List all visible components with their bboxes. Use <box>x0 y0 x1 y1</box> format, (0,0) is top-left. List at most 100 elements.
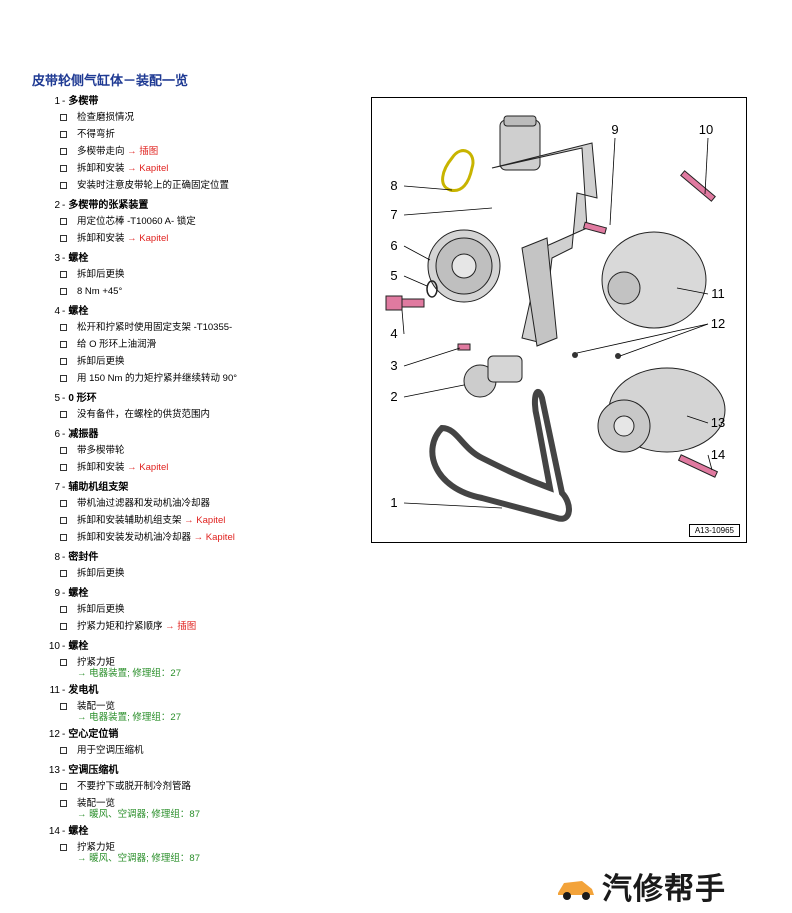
list-item: 4-螺栓松开和拧紧时使用固定支架 -T10355-给 O 形环上油润滑拆卸后更换… <box>40 305 360 387</box>
reference-link[interactable]: → 电器装置; 修理组：27 <box>77 668 181 679</box>
sub-item-text: 用于空调压缩机 <box>77 745 144 756</box>
item-number: 7 <box>54 482 60 493</box>
list-item: 5-0 形环没有备件，在螺栓的供货范围内 <box>40 392 360 423</box>
o-ring-drawing <box>426 280 438 298</box>
checkbox-bullet-icon <box>60 114 67 121</box>
sub-item: 松开和拧紧时使用固定支架 -T10355- <box>40 319 360 336</box>
item-header: 1-多楔带 <box>40 95 360 109</box>
item-header: 11-发电机 <box>40 684 360 698</box>
item-number: 11 <box>49 685 60 696</box>
item-number: 5 <box>54 393 60 404</box>
item-number: 1 <box>54 96 60 107</box>
sub-item-text: 拆卸和安装发动机油冷却器 <box>77 532 192 543</box>
item-separator: - <box>62 482 66 493</box>
callout-9: 9 <box>611 122 618 137</box>
sub-item-text: 安装时注意皮带轮上的正确固定位置 <box>77 180 230 191</box>
item-number: 8 <box>54 552 60 563</box>
item-name: 0 形环 <box>68 393 97 404</box>
alternator-drawing <box>601 231 707 329</box>
callout-4: 4 <box>390 326 397 341</box>
reference-link[interactable]: → Kapitel <box>127 462 169 473</box>
item-name: 多楔带的张紧装置 <box>68 200 149 211</box>
tensioner-drawing <box>463 355 523 398</box>
item-name: 螺栓 <box>68 588 89 599</box>
reference-link[interactable]: → 暖风、空调器; 修理组：87 <box>77 853 200 864</box>
sub-item: 检查磨损情况 <box>40 109 360 126</box>
sub-item: 拧紧力矩→ 暖风、空调器; 修理组：87 <box>40 839 360 864</box>
sub-item: 拆卸和安装 → Kapitel <box>40 160 360 177</box>
list-item: 7-辅助机组支架带机油过滤器和发动机油冷却器拆卸和安装辅助机组支架 → Kapi… <box>40 481 360 546</box>
sub-item-text: 带多楔带轮 <box>77 445 125 456</box>
sub-item-text: 拆卸和安装 <box>77 462 125 473</box>
item-separator: - <box>62 200 66 211</box>
sub-item-text: 拧紧力矩和拧紧顺序 <box>77 621 163 632</box>
sub-item-text: 拆卸和安装辅助机组支架 <box>77 515 182 526</box>
item-number: 3 <box>54 253 60 264</box>
reference-link[interactable]: → Kapitel <box>193 532 235 543</box>
sub-item: 用于空调压缩机 <box>40 742 360 759</box>
item-header: 10-螺栓 <box>40 640 360 654</box>
item-name: 密封件 <box>68 552 99 563</box>
brand-text: 汽修帮手 <box>602 873 726 906</box>
callout-8: 8 <box>390 178 397 193</box>
sub-item: 不要拧下或脱开制冷剂管路 <box>40 778 360 795</box>
sub-item-text: 检查磨损情况 <box>77 112 135 123</box>
checkbox-bullet-icon <box>60 271 67 278</box>
belt-drawing <box>429 388 572 522</box>
sub-item-text: 拧紧力矩 <box>77 657 116 668</box>
item-name: 螺栓 <box>68 641 89 652</box>
page-title: 皮带轮侧气缸体－装配一览 <box>32 73 189 88</box>
sub-item-text: 拆卸和安装 <box>77 163 125 174</box>
reference-link[interactable]: → 插图 <box>165 621 197 632</box>
sub-item: 多楔带走向 → 插图 <box>40 143 360 160</box>
checkbox-bullet-icon <box>60 606 67 613</box>
item-number: 14 <box>48 826 60 837</box>
sub-item: 带机油过滤器和发动机油冷却器 <box>40 495 360 512</box>
sub-item-text: 不得弯折 <box>77 129 116 140</box>
dowel-drawing <box>615 353 621 359</box>
list-item: 8-密封件拆卸后更换 <box>40 551 360 582</box>
list-item: 14-螺栓拧紧力矩→ 暖风、空调器; 修理组：87 <box>40 825 360 864</box>
reference-link[interactable]: → Kapitel <box>184 515 226 526</box>
reference-link[interactable]: → 插图 <box>127 146 159 157</box>
callout-13: 13 <box>711 415 725 430</box>
checkbox-bullet-icon <box>60 500 67 507</box>
checkbox-bullet-icon <box>60 659 67 666</box>
item-name: 螺栓 <box>68 306 89 317</box>
reference-link[interactable]: → 电器装置; 修理组：27 <box>77 712 181 723</box>
checkbox-bullet-icon <box>60 464 67 471</box>
reference-link[interactable]: → Kapitel <box>127 233 169 244</box>
callout-14: 14 <box>711 447 725 462</box>
sub-item: 拆卸后更换 <box>40 353 360 370</box>
bolt-9-drawing <box>582 221 608 235</box>
item-name: 空心定位销 <box>68 729 119 740</box>
sub-item: 8 Nm +45° <box>40 283 360 300</box>
bolt-3-drawing <box>457 343 471 351</box>
reference-link[interactable]: → 暖风、空调器; 修理组：87 <box>77 809 200 820</box>
item-header: 6-减振器 <box>40 428 360 442</box>
item-name: 螺栓 <box>68 253 89 264</box>
leader-lines <box>401 137 713 509</box>
checkbox-bullet-icon <box>60 131 67 138</box>
checkbox-bullet-icon <box>60 148 67 155</box>
sub-item: 用定位芯棒 -T10060 A- 锁定 <box>40 213 360 230</box>
item-header: 12-空心定位销 <box>40 728 360 742</box>
sub-item: 拆卸后更换 <box>40 266 360 283</box>
dowel-drawing <box>572 352 578 358</box>
callout-11: 11 <box>711 286 725 301</box>
checkbox-bullet-icon <box>60 218 67 225</box>
item-header: 13-空调压缩机 <box>40 764 360 778</box>
checkbox-bullet-icon <box>60 288 67 295</box>
list-item: 13-空调压缩机不要拧下或脱开制冷剂管路装配一览→ 暖风、空调器; 修理组：87 <box>40 764 360 820</box>
reference-link[interactable]: → Kapitel <box>127 163 169 174</box>
callout-12: 12 <box>711 316 725 331</box>
list-item: 6-减振器带多楔带轮拆卸和安装 → Kapitel <box>40 428 360 476</box>
sub-item: 拆卸和安装 → Kapitel <box>40 230 360 247</box>
item-separator: - <box>62 393 66 404</box>
checkbox-bullet-icon <box>60 844 67 851</box>
sub-item: 装配一览→ 暖风、空调器; 修理组：87 <box>40 795 360 820</box>
callout-6: 6 <box>390 238 397 253</box>
item-separator: - <box>62 765 66 776</box>
